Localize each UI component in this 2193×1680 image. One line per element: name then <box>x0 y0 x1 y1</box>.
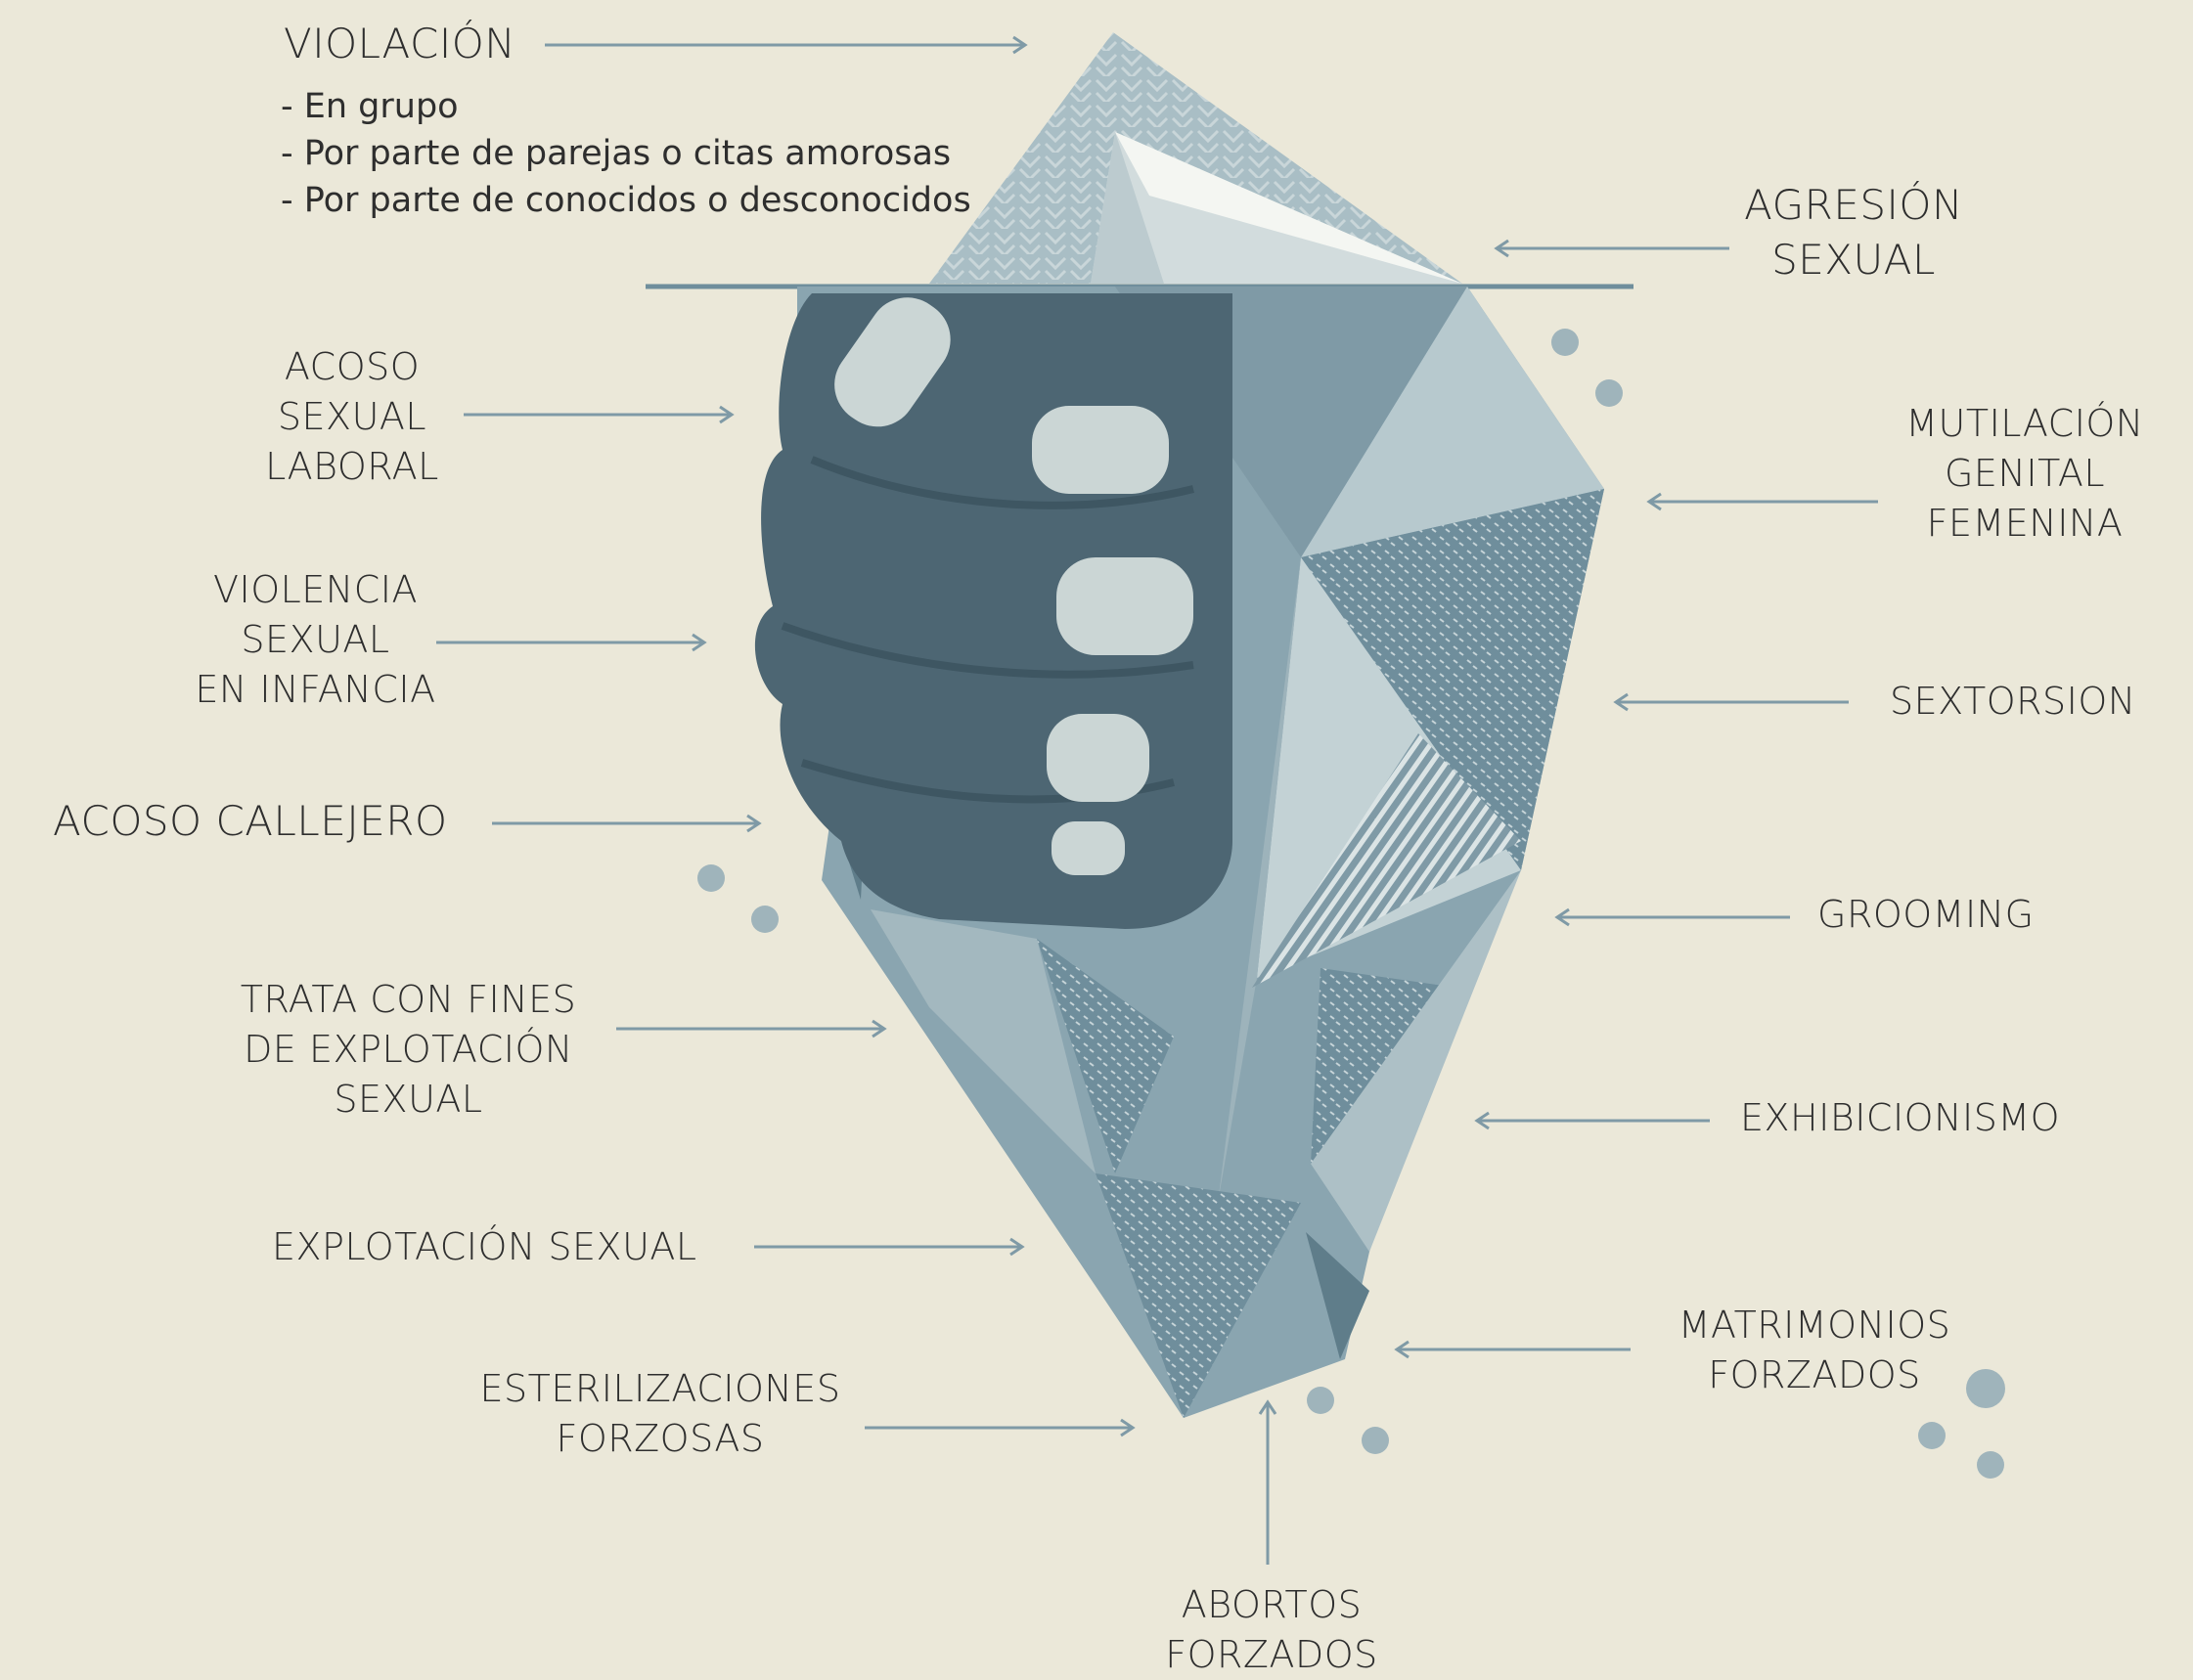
label-trata: TRATA CON FINES DE EXPLOTACIÓN SEXUAL <box>240 978 577 1121</box>
bubbles <box>697 329 2005 1479</box>
bubble-icon <box>697 864 725 892</box>
label-violacion-item: - Por parte de parejas o citas amorosas <box>281 134 952 173</box>
arrow-mutilacion <box>1646 492 1878 511</box>
bubble-icon <box>751 906 779 933</box>
label-matrimonios-forzados: MATRIMONIOS FORZADOS <box>1678 1304 1951 1396</box>
label-abortos-forzados: ABORTOS FORZADOS <box>1165 1583 1378 1676</box>
arrow-violacion <box>545 35 1028 55</box>
arrow-sextorsion <box>1613 692 1849 712</box>
label-grooming: GROOMING <box>1817 893 2035 936</box>
label-explotacion-sexual: EXPLOTACIÓN SEXUAL <box>272 1225 697 1268</box>
bubble-icon <box>1966 1369 2005 1408</box>
label-violacion-item: - En grupo <box>281 87 459 126</box>
label-agresion-sexual: AGRESIÓN SEXUAL <box>1744 181 1963 284</box>
bubble-icon <box>1362 1427 1389 1454</box>
label-violacion: VIOLACIÓN <box>284 20 516 67</box>
label-violencia-infancia: VIOLENCIA SEXUAL EN INFANCIA <box>195 568 436 711</box>
arrow-agresion <box>1494 239 1729 258</box>
bubble-icon <box>1918 1422 1946 1449</box>
arrow-matrimonios <box>1394 1340 1631 1359</box>
iceberg-tip <box>929 32 1462 284</box>
bubble-icon <box>1595 379 1623 407</box>
label-sextorsion: SEXTORSION <box>1890 680 2136 723</box>
arrow-exhibicionismo <box>1474 1111 1710 1130</box>
arrow-abortos <box>1258 1399 1277 1565</box>
arrow-explotacion <box>754 1237 1025 1257</box>
arrow-violencia-infancia <box>436 633 707 652</box>
arrows <box>436 35 1878 1565</box>
arrow-esterilizaciones <box>865 1418 1136 1437</box>
arrow-trata <box>616 1019 887 1039</box>
hand <box>754 293 1232 929</box>
label-acoso-sexual-laboral: ACOSO SEXUAL LABORAL <box>265 345 439 488</box>
label-esterilizaciones-forzosas: ESTERILIZACIONES FORZOSAS <box>479 1367 841 1460</box>
label-mutilacion-genital: MUTILACIÓN GENITAL FEMENINA <box>1905 402 2144 545</box>
bubble-icon <box>1307 1387 1334 1414</box>
bubble-icon <box>1551 329 1579 356</box>
label-acoso-callejero: ACOSO CALLEJERO <box>53 797 448 845</box>
arrow-acoso-laboral <box>464 405 735 424</box>
bubble-icon <box>1977 1451 2004 1479</box>
label-exhibicionismo: EXHIBICIONISMO <box>1740 1096 2061 1139</box>
label-violacion-item: - Por parte de conocidos o desconocidos <box>281 181 971 220</box>
arrow-acoso-callejero <box>492 814 762 833</box>
arrow-grooming <box>1554 907 1790 927</box>
